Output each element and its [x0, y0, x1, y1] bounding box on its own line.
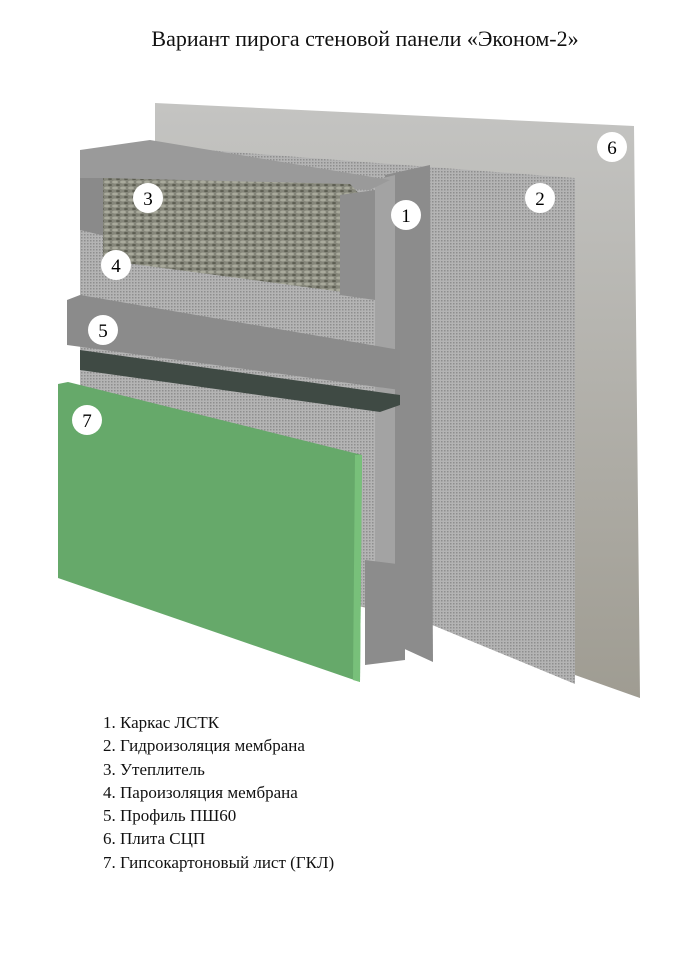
- frame-right-post: [340, 190, 375, 300]
- lstk-stud: [385, 165, 433, 662]
- svg-text:3: 3: [143, 189, 153, 210]
- callout-6: 6: [597, 132, 627, 162]
- callout-3: 3: [133, 183, 163, 213]
- legend-item: 7. Гипсокартоновый лист (ГКЛ): [103, 852, 335, 872]
- svg-text:4: 4: [111, 256, 121, 277]
- legend-item: 4. Пароизоляция мембрана: [103, 782, 298, 802]
- gypsum-board: [58, 382, 362, 682]
- svg-text:1: 1: [401, 206, 411, 227]
- gypsum-board-edge: [353, 455, 362, 682]
- svg-text:7: 7: [82, 411, 92, 432]
- svg-text:6: 6: [607, 138, 617, 159]
- legend-item: 2. Гидроизоляция мембрана: [103, 736, 305, 756]
- lower-profile: [365, 560, 405, 665]
- legend-item: 1. Каркас ЛСТК: [103, 713, 220, 732]
- profile-psh60: [67, 295, 400, 390]
- legend-item: 5. Профиль ПШ60: [103, 806, 237, 826]
- top-frame-profile: [80, 140, 390, 190]
- callout-5: 5: [88, 315, 118, 345]
- diagram-title: Вариант пирога стеновой панели «Эконом-2…: [151, 26, 579, 51]
- legend: 1. Каркас ЛСТК 2. Гидроизоляция мембрана…: [103, 711, 334, 874]
- callout-1: 1: [391, 200, 421, 230]
- profile-lower-lip: [80, 350, 400, 412]
- insulation: [103, 178, 365, 295]
- legend-item: 3. Утеплитель: [103, 759, 205, 779]
- svg-text:5: 5: [98, 321, 108, 342]
- svg-text:2: 2: [535, 189, 545, 210]
- callout-4: 4: [101, 250, 131, 280]
- callout-7: 7: [72, 405, 102, 435]
- legend-item: 6. Плита СЦП: [103, 829, 206, 849]
- callout-2: 2: [525, 183, 555, 213]
